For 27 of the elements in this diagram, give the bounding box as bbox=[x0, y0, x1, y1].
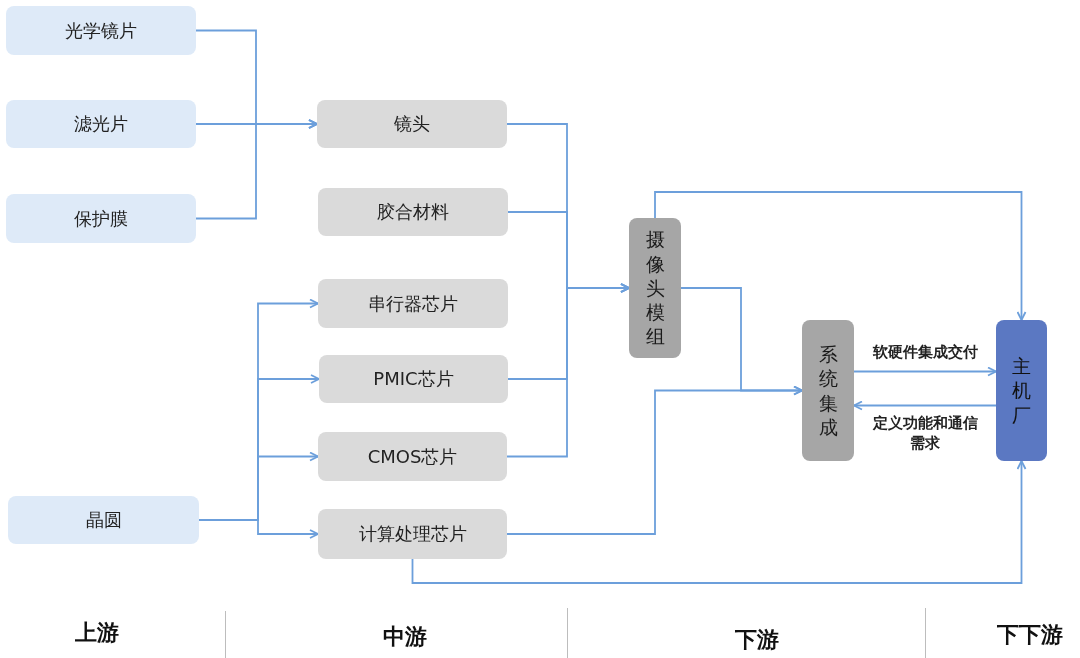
stage-label: 下下游 bbox=[997, 622, 1063, 649]
connector-arrow bbox=[411, 460, 1027, 584]
component-box: CMOS芯片 bbox=[318, 432, 507, 481]
component-box: 镜头 bbox=[317, 100, 507, 148]
stage-label: 中游 bbox=[383, 624, 427, 651]
edge-label: 软硬件集成交付 bbox=[869, 342, 981, 363]
component-box: 胶合材料 bbox=[318, 188, 508, 236]
connector-arrow bbox=[654, 191, 1027, 321]
material-box: 光学镜片 bbox=[6, 6, 196, 55]
material-box: 保护膜 bbox=[6, 194, 196, 243]
component-box: PMIC芯片 bbox=[319, 355, 508, 403]
connector-arrow bbox=[195, 119, 318, 220]
edge-label: 定义功能和通信需求 bbox=[869, 413, 981, 454]
material-box: 滤光片 bbox=[6, 100, 196, 148]
customer-box: 主机厂 bbox=[996, 320, 1047, 461]
module-box: 摄像头模组 bbox=[629, 218, 681, 358]
stage-label: 上游 bbox=[75, 620, 119, 647]
connector-arrow bbox=[506, 283, 630, 458]
component-box: 串行器芯片 bbox=[318, 279, 508, 328]
connector-arrow bbox=[853, 366, 997, 377]
module-box: 系统集成 bbox=[802, 320, 854, 461]
stage-label: 下游 bbox=[735, 627, 779, 654]
component-box: 计算处理芯片 bbox=[318, 509, 507, 559]
connector-arrow bbox=[853, 400, 997, 411]
connector-arrow bbox=[506, 385, 803, 535]
material-box: 晶圆 bbox=[8, 496, 199, 544]
connector-arrow bbox=[198, 519, 319, 539]
